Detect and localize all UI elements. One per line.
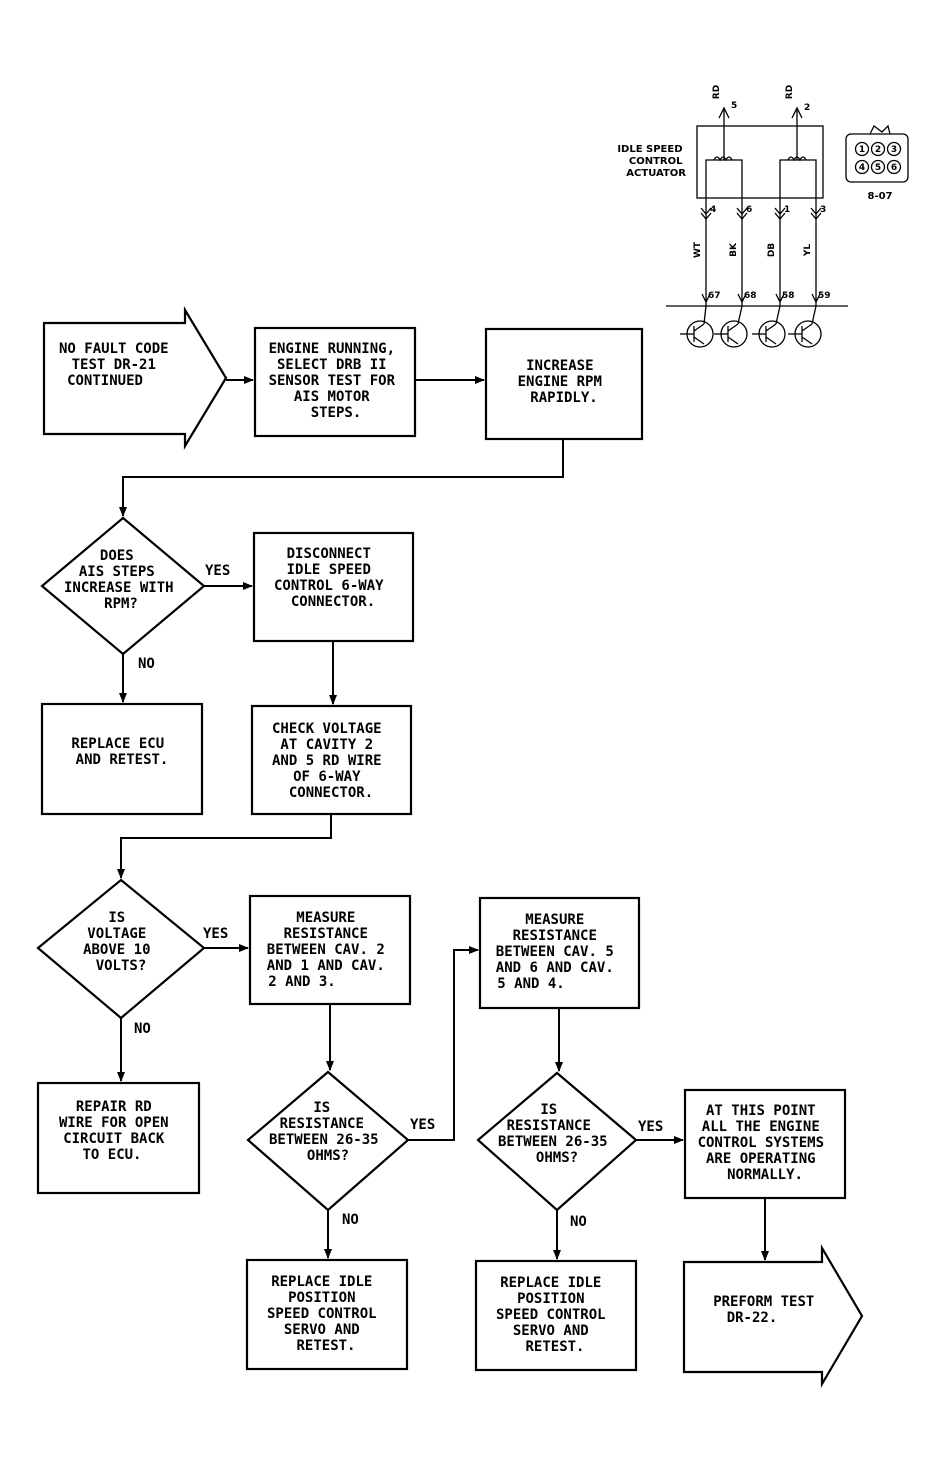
systems-normal-label: AT THIS POINT ALL THE ENGINE CONTROL SYS… [698,1103,833,1183]
wire-arrow-rd-5 [718,106,730,119]
measure-resistance-1-box [248,894,412,1006]
svg-text:1: 1 [859,145,865,155]
pin-label-1: 1 [784,205,790,215]
ecu-pin-68: 68 [744,291,757,301]
coil-b [779,110,817,198]
check-voltage-label: CHECK VOLTAGE AT CAVITY 2 AND 5 RD WIRE … [272,721,390,801]
coil-a [705,110,743,198]
pin-label-3: 3 [820,205,826,215]
systems-normal-box [683,1088,847,1200]
no-label: NO [342,1212,359,1228]
decision-resistance-2-label: IS RESISTANCE BETWEEN 26-35 OHMS? [498,1102,616,1166]
no-label: NO [570,1214,587,1230]
measure-resistance-2-label: MEASURE RESISTANCE BETWEEN CAV. 5 AND 6 … [496,912,622,992]
wire-color-bk: BK [729,242,739,257]
no-label: NO [134,1021,151,1037]
measure-resistance-2-box [478,896,641,1010]
end-terminator [682,1243,864,1389]
start-label: NO FAULT CODE TEST DR-21 CONTINUED [59,341,177,389]
svg-text:6: 6 [891,163,897,173]
repair-rd-wire-box [36,1081,201,1195]
increase-rpm-box [484,327,644,441]
check-voltage-box [250,704,413,816]
wire-arrow-rd-2 [791,106,803,119]
flow-connectors [117,376,769,1261]
actuator-label: IDLE SPEED CONTROL ACTUATOR [617,144,686,179]
pin-label-6: 6 [746,205,752,215]
yes-label: YES [410,1117,435,1133]
disconnect-label: DISCONNECT IDLE SPEED CONTROL 6-WAY CONN… [274,546,392,610]
decision-voltage-label: IS VOLTAGE ABOVE 10 VOLTS? [83,910,159,974]
decision-ais-steps-label: DOES AIS STEPS INCREASE WITH RPM? [64,548,182,612]
select-test-box [253,326,417,438]
wire-color-wt: WT [693,241,703,258]
replace-servo-2-box [474,1259,638,1372]
yes-label: YES [205,563,230,579]
wire-color-rd-5: RD [712,85,722,99]
svg-text:5: 5 [875,163,881,173]
wiring-schematic: IDLE SPEED CONTROL ACTUATOR RD RD 5 2 [617,85,909,348]
wire-color-rd-2: RD [785,85,795,99]
replace-servo-2-label: REPLACE IDLE POSITION SPEED CONTROL SERV… [496,1275,614,1355]
yes-label: YES [203,926,228,942]
replace-servo-1-box [245,1258,409,1371]
wire-color-yl: YL [803,244,813,258]
yes-label: YES [638,1119,663,1135]
replace-ecu-box [40,702,204,816]
svg-text:2: 2 [875,145,881,155]
pin-label-2: 2 [804,103,810,113]
increase-rpm-label: INCREASE ENGINE RPM RAPIDLY. [518,358,611,406]
no-label: NO [138,656,155,672]
ecu-pin-58: 58 [782,291,795,301]
ecu-pin-67: 67 [708,291,721,301]
repair-rd-wire-label: REPAIR RD WIRE FOR OPEN CIRCUIT BACK TO … [59,1099,177,1163]
connector-face-icon: 1 2 3 4 5 6 [845,124,909,183]
pin-label-5: 5 [731,101,737,111]
disconnect-box [252,531,415,643]
decision-resistance-1-label: IS RESISTANCE BETWEEN 26-35 OHMS? [269,1100,387,1164]
svg-text:3: 3 [891,145,897,155]
actuator-box [696,125,824,199]
ecu-pin-59: 59 [818,291,831,301]
replace-servo-1-label: REPLACE IDLE POSITION SPEED CONTROL SERV… [267,1274,385,1354]
measure-resistance-1-label: MEASURE RESISTANCE BETWEEN CAV. 2 AND 1 … [267,910,393,990]
connector-id: 8-07 [867,191,892,202]
wire-color-db: DB [767,243,777,257]
svg-text:4: 4 [859,163,865,173]
replace-ecu-label: REPLACE ECU AND RETEST. [71,736,172,768]
transistor-icons [680,305,822,348]
select-test-label: ENGINE RUNNING, SELECT DRB II SENSOR TES… [269,341,404,421]
end-label: PREFORM TEST DR-22. [713,1294,823,1326]
bottom-wires [666,198,848,307]
pin-label-4: 4 [710,205,716,215]
start-terminator [42,306,228,450]
